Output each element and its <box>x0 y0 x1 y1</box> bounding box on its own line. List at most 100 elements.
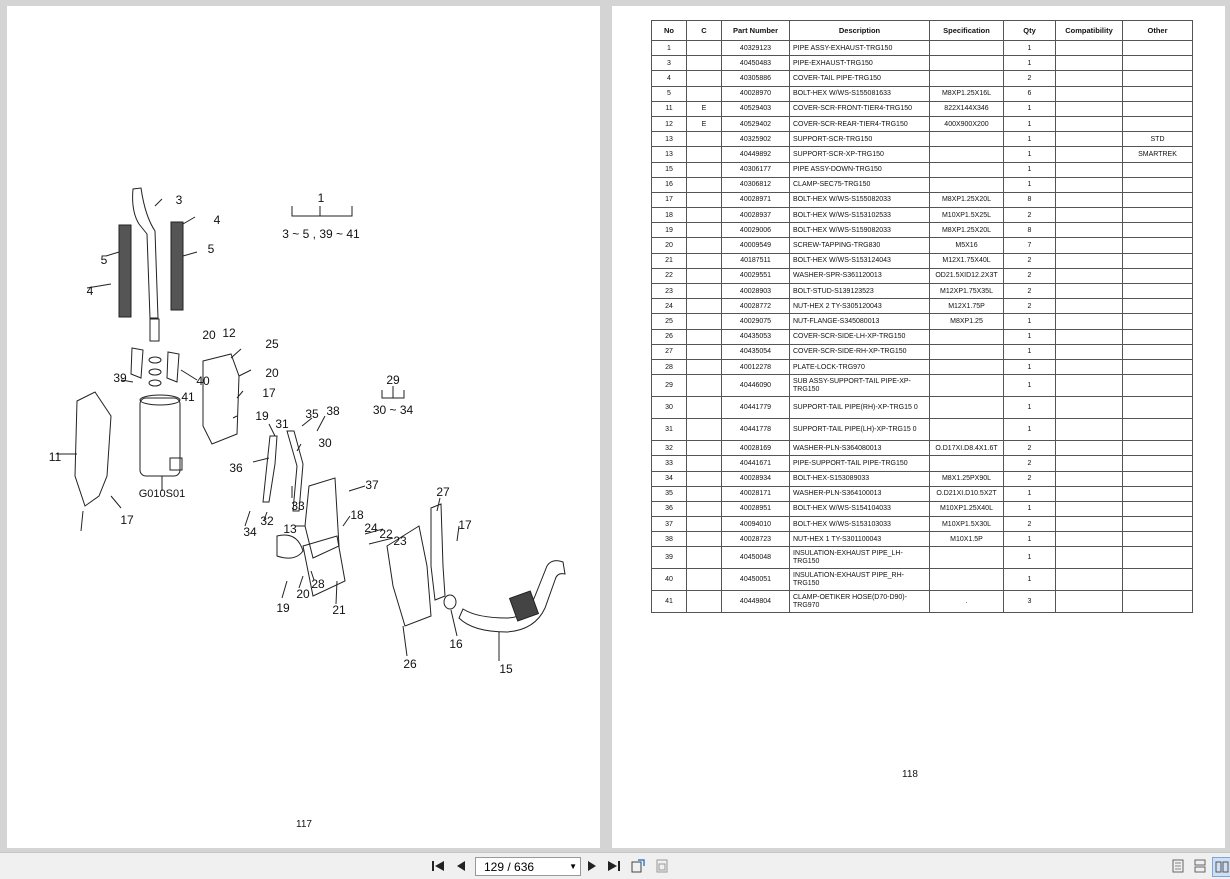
cell-part-number: 40529402 <box>721 115 790 133</box>
cell-c <box>686 70 722 87</box>
cell-no: 4 <box>651 70 687 87</box>
cell-other <box>1122 418 1193 442</box>
cell-other <box>1122 282 1193 300</box>
cell-part-number: 40028169 <box>721 440 790 457</box>
cell-other <box>1122 39 1193 57</box>
cell-specification: M10XP1.5X25L <box>929 207 1004 224</box>
callout-number: 27 <box>436 485 450 499</box>
cell-c <box>686 176 722 193</box>
cell-no: 15 <box>651 161 687 178</box>
cell-compatibility <box>1055 328 1123 345</box>
cell-other <box>1122 516 1193 533</box>
legend-group-1-number: 1 <box>318 191 325 205</box>
cell-no: 29 <box>651 374 687 398</box>
cell-description: BOLT-HEX W/WS-S154104033 <box>789 500 930 518</box>
cell-other <box>1122 590 1193 614</box>
cell-description: PIPE-SUPPORT-TAIL PIPE-TRG150 <box>789 455 930 472</box>
cell-qty: 1 <box>1003 396 1056 420</box>
cell-qty: 2 <box>1003 252 1056 269</box>
cell-description: BOLT-HEX W/WS-S155082033 <box>789 191 930 209</box>
cell-other <box>1122 500 1193 518</box>
cell-part-number: 40009549 <box>721 237 790 254</box>
cell-c <box>686 267 722 285</box>
cell-description: CLAMP-OETIKER HOSE(D70-D90)-TRG970 <box>789 590 930 614</box>
col-header-part-number: Part Number <box>721 20 790 41</box>
cell-specification: 822X144X346 <box>929 100 1004 117</box>
cell-other <box>1122 100 1193 117</box>
cell-part-number: 40449804 <box>721 590 790 614</box>
callout-number: 22 <box>379 527 393 541</box>
callout-number: 4 <box>87 284 94 298</box>
cell-c <box>686 516 722 533</box>
cell-qty: 1 <box>1003 500 1056 518</box>
prev-page-icon[interactable] <box>454 857 468 875</box>
cell-description: COVER-TAIL PIPE-TRG150 <box>789 70 930 87</box>
cell-specification: M10XP1.25X40L <box>929 500 1004 518</box>
page-number-input[interactable]: 129 / 636 ▼ <box>475 857 581 876</box>
callout-number: 17 <box>120 513 134 527</box>
cell-qty: 1 <box>1003 568 1056 592</box>
callout-number: 35 <box>305 407 319 421</box>
single-page-icon[interactable] <box>1170 857 1186 875</box>
cell-qty: 1 <box>1003 546 1056 570</box>
cell-other <box>1122 176 1193 193</box>
legend-group-2-range: 30 ~ 34 <box>373 403 414 417</box>
callout-number: 36 <box>229 461 243 475</box>
cell-specification: M12X1.75P <box>929 298 1004 315</box>
cell-part-number: 40435054 <box>721 343 790 360</box>
continuous-page-icon[interactable] <box>1192 857 1208 875</box>
cell-compatibility <box>1055 396 1123 420</box>
first-page-icon[interactable] <box>430 857 446 875</box>
cell-c <box>686 222 722 239</box>
cell-part-number: 40187511 <box>721 252 790 269</box>
cell-part-number: 40012278 <box>721 358 790 376</box>
cell-description: WASHER-PLN-S364100013 <box>789 485 930 502</box>
fit-page-icon[interactable] <box>653 857 671 875</box>
cell-other <box>1122 252 1193 269</box>
left-page-number: 117 <box>296 819 312 830</box>
callout-number: 41 <box>181 390 195 404</box>
page-dropdown-icon[interactable]: ▼ <box>569 862 577 871</box>
cell-specification: M8XP1.25X20L <box>929 222 1004 239</box>
cell-c <box>686 343 722 360</box>
cell-c: E <box>686 100 722 117</box>
cell-no: 23 <box>651 282 687 300</box>
cell-c <box>686 418 722 442</box>
cell-specification <box>929 374 1004 398</box>
cell-qty: 1 <box>1003 100 1056 117</box>
cell-compatibility <box>1055 146 1123 163</box>
callout-number: 3 <box>176 193 183 207</box>
cell-compatibility <box>1055 485 1123 502</box>
cell-specification <box>929 546 1004 570</box>
cell-compatibility <box>1055 531 1123 548</box>
last-page-icon[interactable] <box>606 857 622 875</box>
cell-compatibility <box>1055 161 1123 178</box>
cell-compatibility <box>1055 440 1123 457</box>
cell-other <box>1122 455 1193 472</box>
cell-no: 24 <box>651 298 687 315</box>
next-page-icon[interactable] <box>585 857 599 875</box>
two-page-icon[interactable] <box>1212 857 1230 877</box>
rotate-icon[interactable] <box>629 857 647 875</box>
cell-compatibility <box>1055 131 1123 148</box>
cell-compatibility <box>1055 568 1123 592</box>
cell-other: STD <box>1122 131 1193 148</box>
cell-part-number: 40028937 <box>721 207 790 224</box>
col-header-specification: Specification <box>929 20 1004 41</box>
cell-part-number: 40450051 <box>721 568 790 592</box>
cell-no: 11 <box>651 100 687 117</box>
cell-no: 41 <box>651 590 687 614</box>
cell-no: 22 <box>651 267 687 285</box>
cell-specification <box>929 176 1004 193</box>
